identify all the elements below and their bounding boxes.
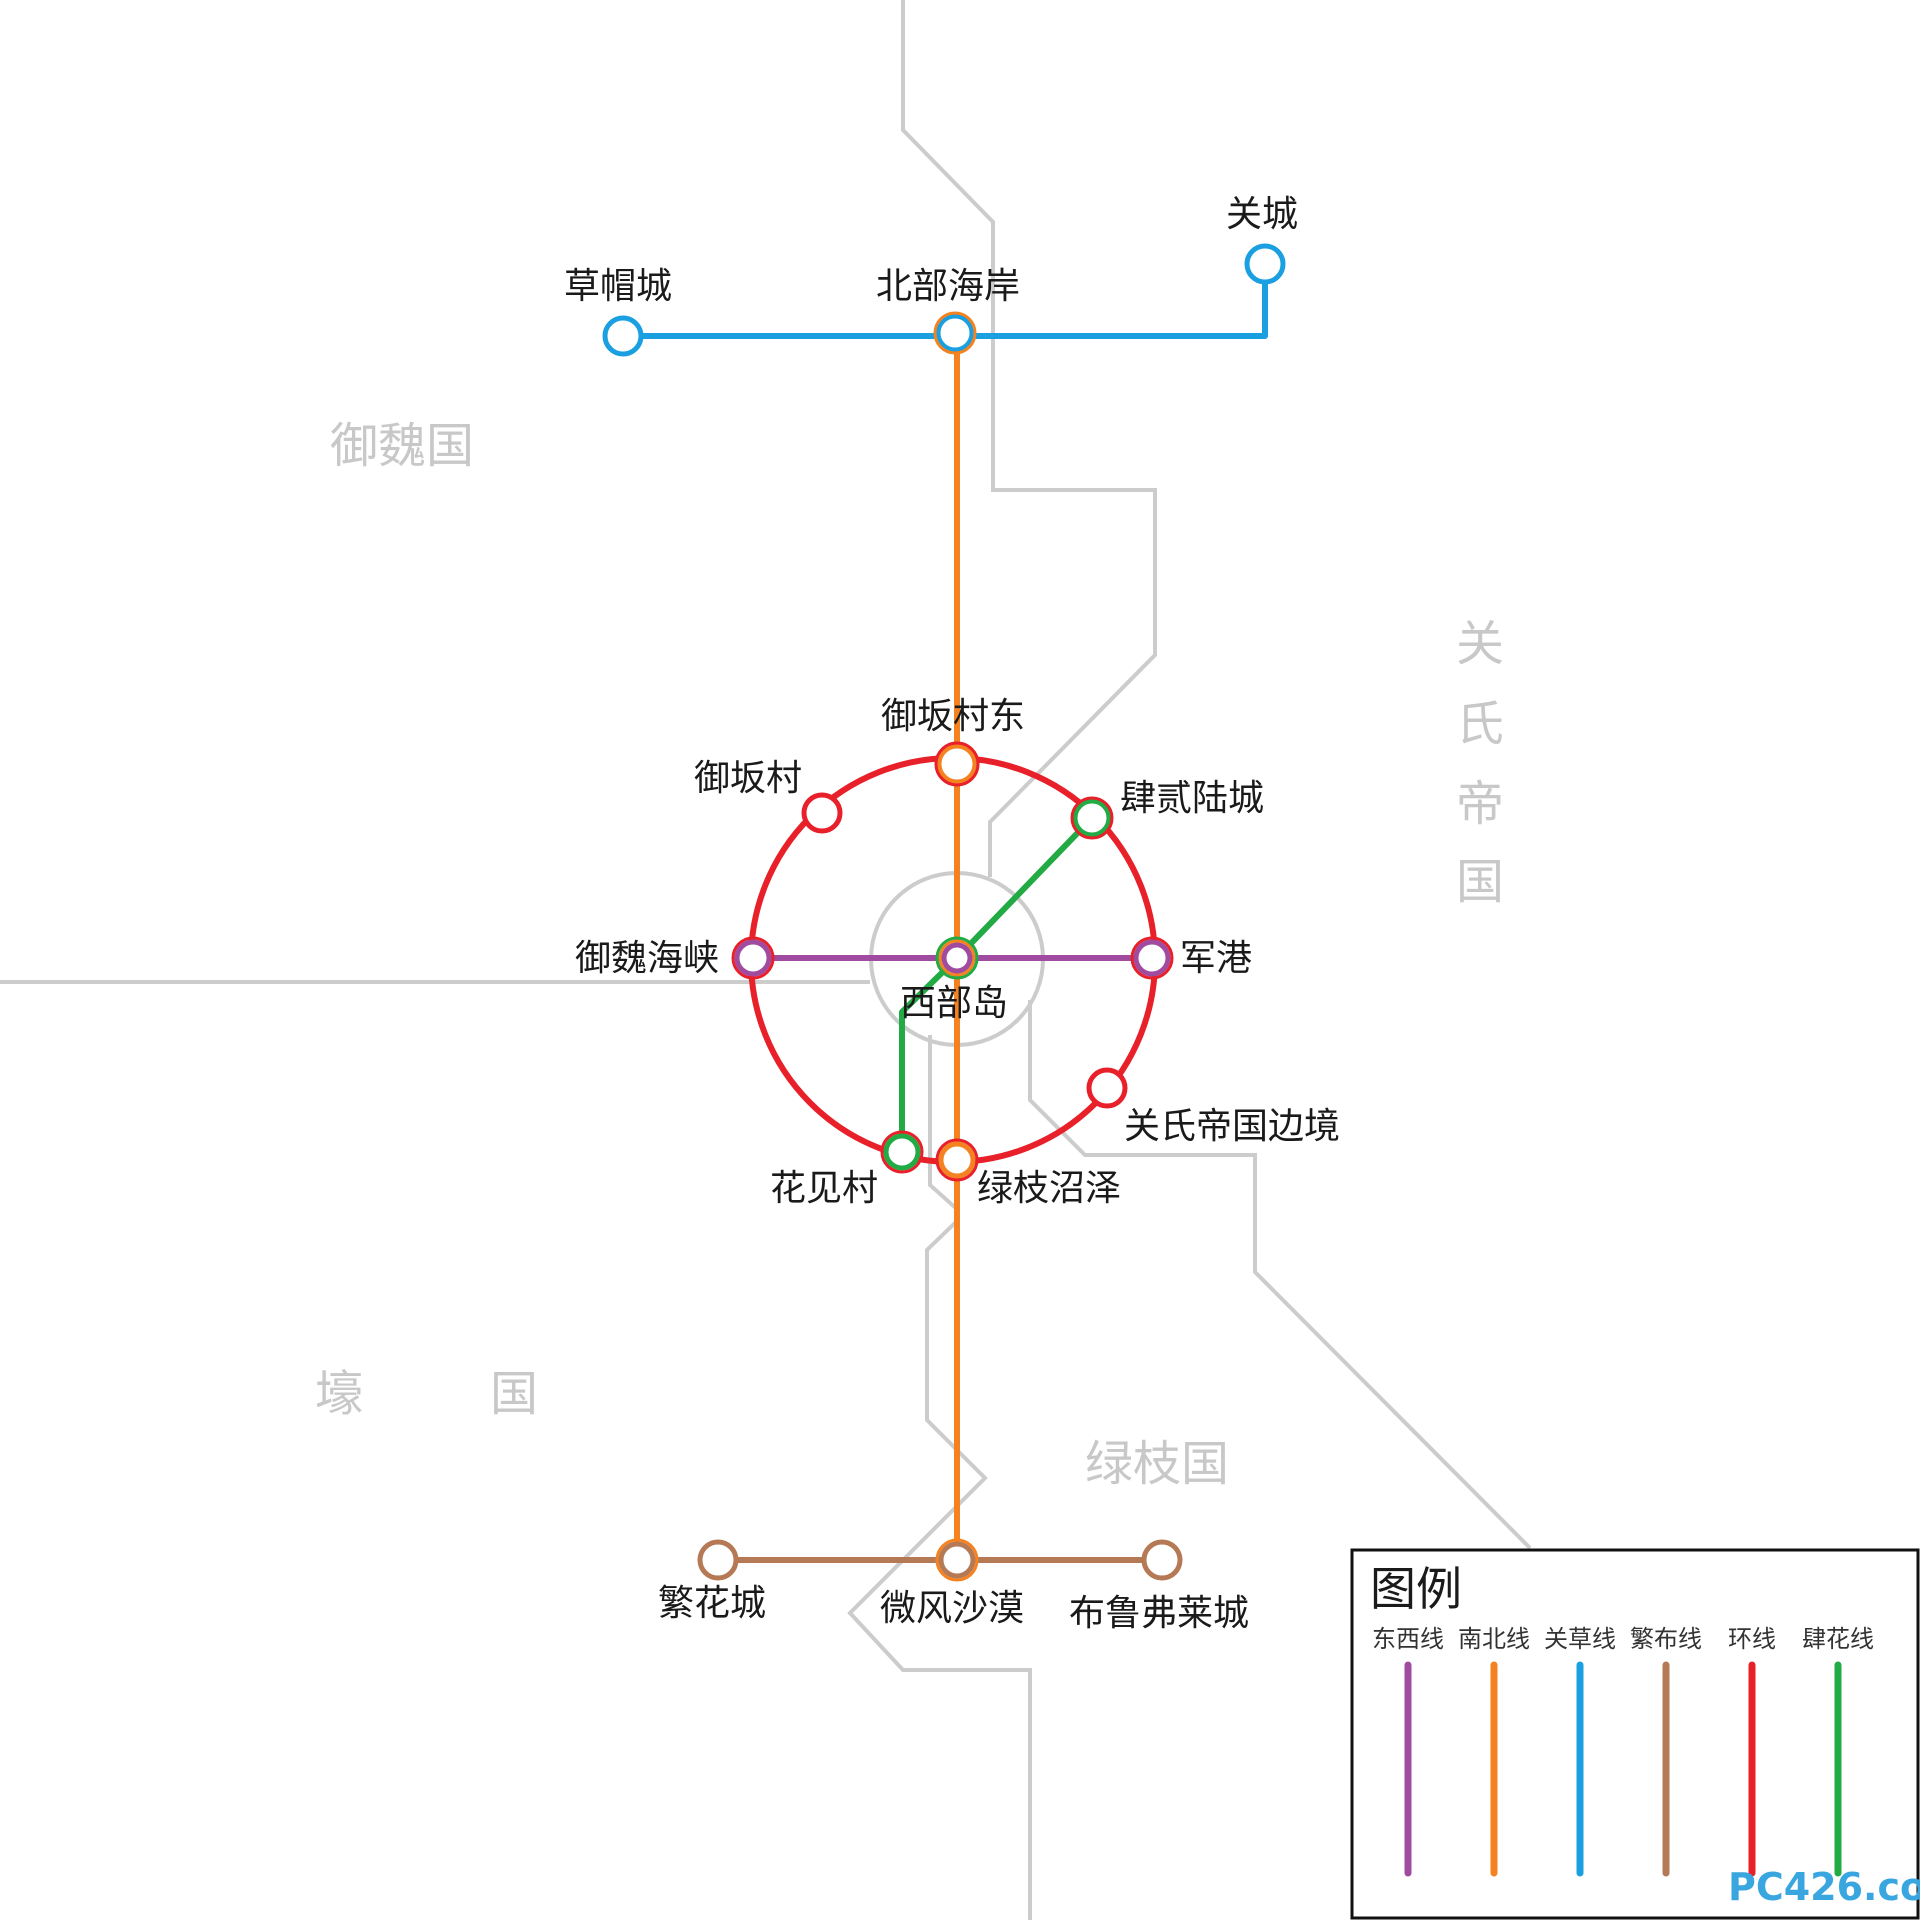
legend-label-2: 关草线 (1544, 1625, 1616, 1653)
station-yuweihaixia[interactable] (734, 939, 772, 977)
region-guanshi-3: 帝 (1456, 776, 1504, 832)
label-bulufu: 布鲁弗莱城 (1069, 1593, 1249, 1634)
station-weifeng[interactable] (938, 1541, 976, 1579)
region-guanshi-4: 国 (1456, 854, 1504, 910)
station-lvzhizhaoze-ring (935, 1138, 979, 1182)
station-xibudao-ring-orange (938, 939, 976, 977)
legend-label-5: 肆花线 (1802, 1625, 1874, 1653)
station-labels: 草帽城 北部海岸 关城 御坂村东 御坂村 肆贰陆城 御魏海峡 西部岛 军港 关氏… (564, 194, 1340, 1634)
legend-items: 东西线南北线关草线繁布线环线肆花线 (1372, 1625, 1874, 1877)
station-siersi-ring (1070, 796, 1114, 840)
station-bulufu[interactable] (1141, 1539, 1183, 1581)
label-jungang: 军港 (1180, 938, 1252, 979)
sihua-line (899, 815, 1095, 1155)
border-line-east (1028, 1000, 1532, 1550)
legend-box (1350, 1548, 1920, 1920)
station-siersi[interactable] (1072, 798, 1112, 838)
station-guanshibianjing[interactable] (1086, 1067, 1128, 1109)
station-huajiancun[interactable] (883, 1133, 921, 1171)
stations (602, 243, 1286, 1582)
label-guancheng: 关城 (1226, 194, 1298, 235)
label-weifeng: 微风沙漠 (880, 1588, 1024, 1629)
region-yuwei: 御魏国 (330, 418, 474, 474)
station-yuweihaixia-ring (731, 936, 775, 980)
station-xibudao-ring-green (935, 936, 979, 980)
region-hao-1: 壕 (315, 1366, 363, 1422)
border-line-south (847, 1035, 1032, 1920)
metro-lines (620, 261, 1268, 1563)
label-huajiancun: 花见村 (770, 1168, 878, 1209)
label-xibudao: 西部岛 (900, 983, 1008, 1024)
legend-label-3: 繁布线 (1630, 1625, 1702, 1653)
label-guanshibianjing: 关氏帝国边境 (1124, 1106, 1340, 1147)
station-yubancundong-ring (934, 741, 980, 787)
station-xibudao[interactable] (941, 942, 973, 974)
station-yubancundong[interactable] (936, 743, 978, 785)
label-yuweihaixia: 御魏海峡 (575, 938, 719, 979)
label-yubancundong: 御坂村东 (881, 696, 1025, 737)
station-lvzhizhaoze[interactable] (938, 1141, 976, 1179)
station-beibu-ring (933, 311, 977, 355)
station-beibu[interactable] (935, 313, 975, 353)
label-caomao: 草帽城 (564, 266, 672, 307)
station-yubancun[interactable] (801, 792, 843, 834)
legend-label-0: 东西线 (1372, 1625, 1444, 1653)
legend-label-1: 南北线 (1458, 1625, 1530, 1653)
station-huajiancun-ring (880, 1130, 924, 1174)
border-line-north (901, 0, 1157, 877)
region-hao-2: 国 (490, 1366, 538, 1422)
region-labels: 御魏国 关 氏 帝 国 壕 国 绿枝国 (315, 418, 1504, 1492)
region-lvzhi: 绿枝国 (1085, 1436, 1229, 1492)
region-guanshi-2: 氏 (1456, 696, 1504, 752)
station-caomao[interactable] (602, 315, 644, 357)
station-jungang[interactable] (1133, 939, 1171, 977)
watermark-logo: PC426.com (1728, 1865, 1920, 1909)
station-fanhua[interactable] (697, 1539, 739, 1581)
label-yubancun: 御坂村 (694, 758, 802, 799)
guancao-line (620, 261, 1268, 339)
label-siersi: 肆贰陆城 (1120, 778, 1264, 819)
legend-title: 图例 (1370, 1562, 1462, 1616)
label-fanhua: 繁花城 (658, 1583, 766, 1624)
station-guancheng[interactable] (1244, 243, 1286, 285)
legend-label-4: 环线 (1728, 1625, 1776, 1653)
region-guanshi-1: 关 (1456, 616, 1504, 672)
label-beibu: 北部海岸 (876, 266, 1020, 307)
station-weifeng-ring (935, 1538, 979, 1582)
station-jungang-ring (1130, 936, 1174, 980)
label-lvzhizhaoze: 绿枝沼泽 (977, 1168, 1121, 1209)
